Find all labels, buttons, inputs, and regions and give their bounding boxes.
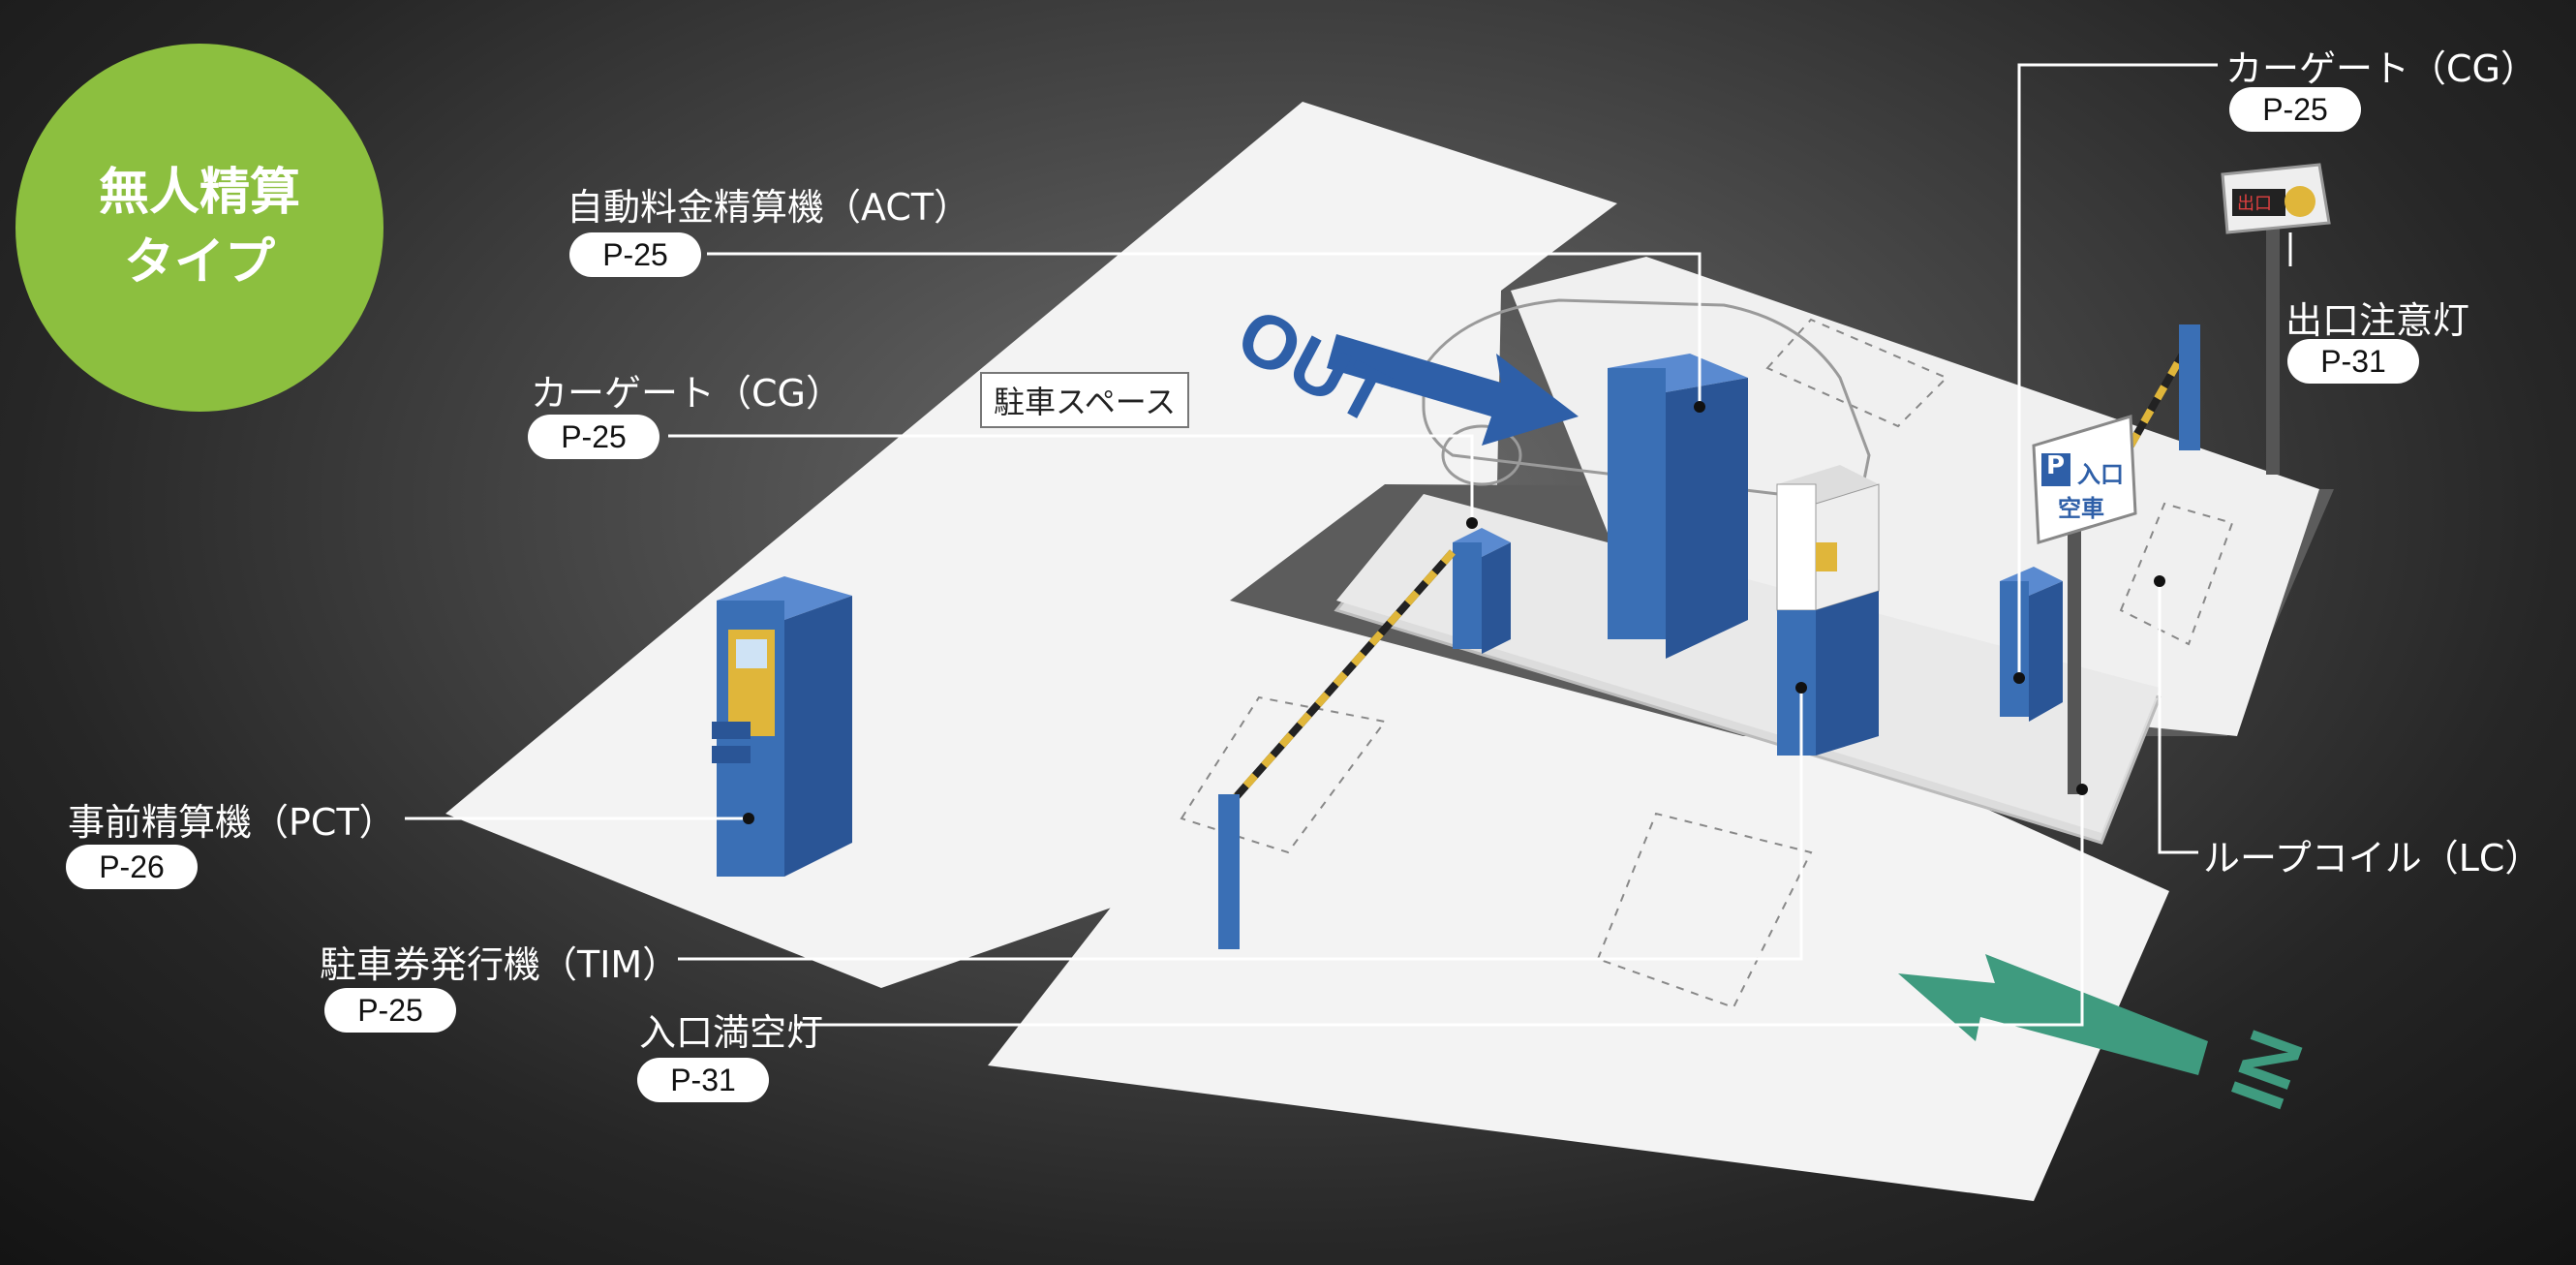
badge-line2: タイプ (123, 233, 275, 292)
in-arrow (1898, 954, 2208, 1075)
out-arrow (1327, 334, 1579, 446)
pct-label: 事前精算機（PCT） (68, 801, 396, 844)
car-gate-left-label: カーゲート（CG） (531, 372, 843, 415)
pct-machine (712, 576, 852, 877)
loop-coil-label: ループコイル（LC） (2203, 837, 2542, 879)
car-gate-right-page-pill[interactable]: P-25 (2229, 87, 2361, 132)
act-machine (1608, 354, 1748, 659)
leader-lines (405, 63, 2292, 1027)
unmanned-settlement-badge: 無人精算 タイプ (15, 44, 383, 412)
leader-dots (743, 401, 2165, 824)
entrance-sign-p: P (2046, 451, 2066, 480)
exit-lamp-page-pill[interactable]: P-31 (2287, 339, 2419, 384)
car-gate-right (2000, 324, 2200, 722)
exit-lamp-label: 出口注意灯 (2285, 299, 2470, 342)
tim-label: 駐車券発行機（TIM） (320, 943, 680, 986)
badge-line1: 無人精算 (98, 164, 300, 222)
tim-page-pill[interactable]: P-25 (324, 988, 456, 1033)
entrance-sign-status: 空車 (2058, 495, 2104, 522)
entrance-sign (2032, 415, 2137, 794)
car-gate-left-page-pill[interactable]: P-25 (528, 415, 659, 459)
parking-space-markings (1180, 318, 2234, 1009)
traffic-island-top (1336, 494, 2160, 833)
in-arrow-text: IN (2214, 1020, 2319, 1120)
entrance-lamp-label: 入口満空灯 (639, 1011, 824, 1054)
parking-space-label: 駐車スペース (980, 372, 1190, 428)
entrance-sign-title: 入口 (2077, 461, 2124, 488)
exit-lamp-text: 出口 (2237, 194, 2272, 214)
exit-lamp (2221, 163, 2331, 475)
act-page-pill[interactable]: P-25 (569, 232, 701, 277)
car-outline (1422, 298, 1871, 506)
act-label: 自動料金精算機（ACT） (567, 186, 971, 229)
car-gate-right-label: カーゲート（CG） (2225, 47, 2537, 90)
entrance-lamp-page-pill[interactable]: P-31 (637, 1058, 769, 1102)
tim-machine (1776, 465, 1880, 756)
floor-right-plate (988, 542, 2169, 1201)
car-gate-left (1218, 528, 1511, 949)
pct-page-pill[interactable]: P-26 (66, 845, 198, 889)
